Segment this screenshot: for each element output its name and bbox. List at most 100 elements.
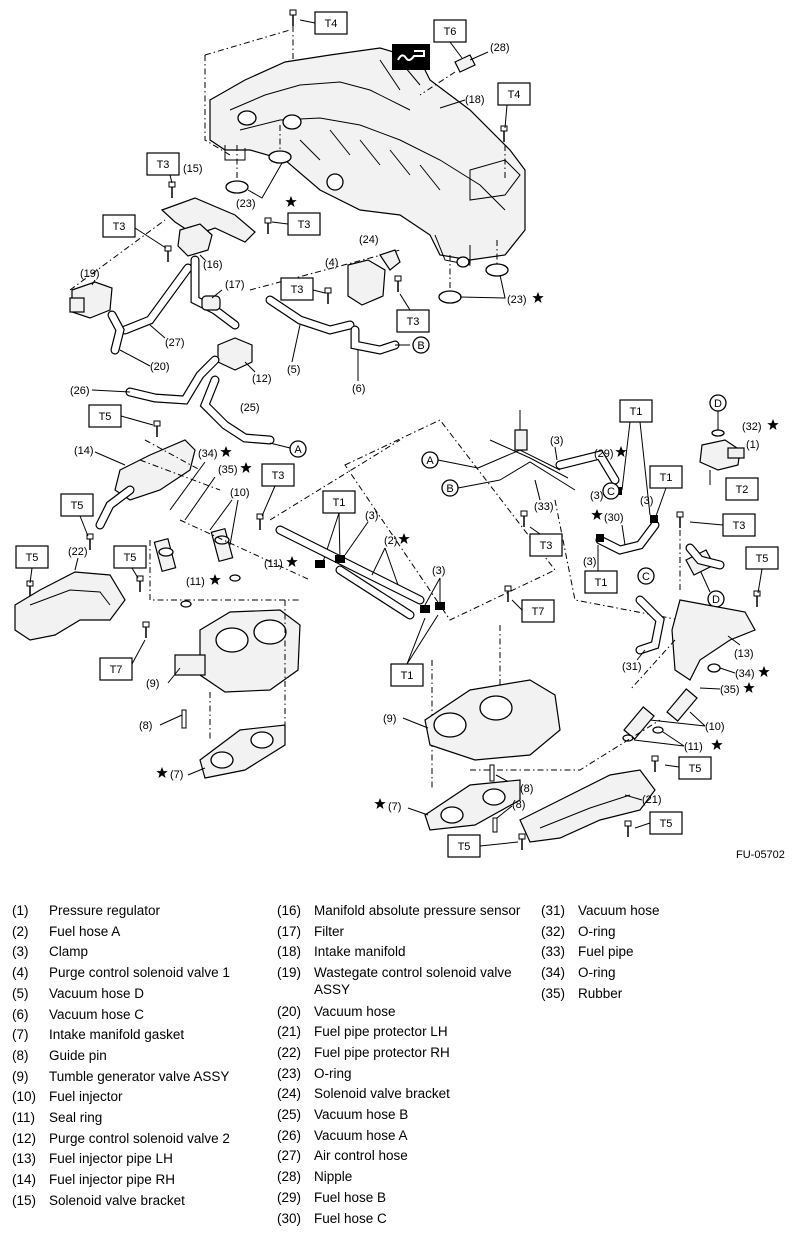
star-icon <box>767 419 779 430</box>
callout-29: (29) <box>594 448 614 460</box>
torque-tag-t2: T2 <box>725 477 759 501</box>
torque-tag-t5: T5 <box>447 834 481 858</box>
legend-number: (14) <box>12 1172 37 1188</box>
fuel-injector <box>623 706 655 740</box>
seal-ring <box>652 726 664 734</box>
star-icon <box>532 292 544 303</box>
svg-text:T3: T3 <box>113 221 126 233</box>
legend-number: (3) <box>12 944 29 960</box>
seal-ring <box>180 600 192 608</box>
callout-16: (16) <box>203 259 223 271</box>
svg-text:T5: T5 <box>756 553 769 565</box>
legend-text: Fuel pipe protector LH <box>314 1024 448 1040</box>
legend-number: (9) <box>12 1068 29 1084</box>
svg-text:A: A <box>426 455 434 467</box>
svg-text:T2: T2 <box>736 484 749 496</box>
torque-tag-t1: T1 <box>584 570 618 594</box>
star-icon <box>615 446 627 457</box>
star-icon <box>240 462 252 473</box>
svg-text:T3: T3 <box>272 470 285 482</box>
legend-number: (8) <box>12 1047 29 1063</box>
torque-tag-t6: T6 <box>433 19 467 43</box>
torque-tag-t1: T1 <box>619 399 653 423</box>
legend-number: (5) <box>12 985 29 1001</box>
seal-ring <box>229 574 241 582</box>
connector-c-icon: C <box>602 482 620 500</box>
legend-number: (1) <box>12 903 29 918</box>
callout-35: (35) <box>720 684 740 696</box>
torque-tag-t3: T3 <box>287 212 321 236</box>
callout-8: (8) <box>512 799 525 811</box>
star-icon <box>398 533 410 544</box>
fuel-pipe-protector-rh <box>14 571 126 641</box>
star-icon <box>286 556 298 567</box>
callout-7: (7) <box>388 801 401 813</box>
svg-text:T1: T1 <box>630 406 643 418</box>
svg-text:T3: T3 <box>298 219 311 231</box>
star-icon <box>285 196 297 207</box>
legend-text: Vacuum hose <box>578 903 660 918</box>
legend-text: Fuel hose C <box>314 1210 387 1226</box>
figure-code: FU-05702 <box>736 849 785 861</box>
legend-number: (25) <box>277 1107 302 1122</box>
legend-number: (11) <box>12 1110 36 1125</box>
callout-32: (32) <box>742 421 762 433</box>
solenoid-valve-bracket-24 <box>379 249 401 271</box>
connector-d-icon: D <box>709 394 727 412</box>
fuel-pipe-protector-lh <box>519 769 656 843</box>
torque-tag-t3: T3 <box>529 533 563 557</box>
intake-manifold-gasket <box>199 724 286 779</box>
torque-tag-t1: T1 <box>322 490 356 514</box>
legend-number: (6) <box>12 1006 29 1022</box>
o-ring-32 <box>711 429 725 437</box>
callout-9: (9) <box>383 713 396 725</box>
star-icon <box>743 682 755 693</box>
svg-text:T1: T1 <box>333 497 346 509</box>
callout-11: (11) <box>684 741 703 753</box>
callout-8: (8) <box>139 720 152 732</box>
manifold-absolute-pressure-sensor <box>177 223 213 257</box>
legend-number: (18) <box>277 944 302 960</box>
svg-text:T3: T3 <box>291 284 304 296</box>
legend-text: Fuel pipe protector RH <box>314 1044 450 1060</box>
legend-number: (28) <box>277 1169 302 1185</box>
svg-text:T3: T3 <box>540 540 553 552</box>
svg-text:T5: T5 <box>689 763 702 775</box>
callout-15: (15) <box>183 163 203 175</box>
filter <box>201 295 221 311</box>
callout-26: (26) <box>70 385 90 397</box>
purge-control-solenoid-valve-1 <box>347 259 386 306</box>
torque-tag-t4: T4 <box>314 11 348 35</box>
legend-text: Rubber <box>578 985 623 1001</box>
svg-text:T4: T4 <box>508 89 521 101</box>
callout-3: (3) <box>550 435 563 447</box>
svg-text:T1: T1 <box>401 670 414 682</box>
callout-2: (2) <box>384 535 397 547</box>
legend-number: (29) <box>277 1189 302 1205</box>
legend-text: Nipple <box>314 1169 353 1185</box>
callout-1: (1) <box>746 439 759 451</box>
callout-27: (27) <box>165 337 185 349</box>
callout-24: (24) <box>359 234 379 246</box>
legend-text: Purge control solenoid valve 2 <box>49 1130 230 1146</box>
star-icon <box>220 446 232 457</box>
callout-23: (23) <box>507 294 527 306</box>
legend-number: (24) <box>277 1086 302 1102</box>
legend-number: (32) <box>541 923 566 939</box>
legend-text: Seal ring <box>49 1110 103 1125</box>
torque-tag-t5: T5 <box>649 811 683 835</box>
callout-34: (34) <box>198 448 218 460</box>
star-icon <box>758 666 770 677</box>
legend-number: (20) <box>277 1003 302 1019</box>
fuel-injector <box>666 688 698 722</box>
legend-text: Pressure regulator <box>49 903 161 918</box>
legend-number: (22) <box>277 1044 302 1060</box>
torque-tag-t3: T3 <box>396 309 430 333</box>
o-ring-23 <box>268 150 292 164</box>
intake-manifold-gasket <box>424 779 521 831</box>
legend-text: Intake manifold gasket <box>49 1027 185 1043</box>
svg-text:T5: T5 <box>71 500 84 512</box>
callout-31: (31) <box>622 661 642 673</box>
legend-text: Wastegate control solenoid valve ASSY <box>314 965 512 998</box>
callout-34: (34) <box>735 668 755 680</box>
